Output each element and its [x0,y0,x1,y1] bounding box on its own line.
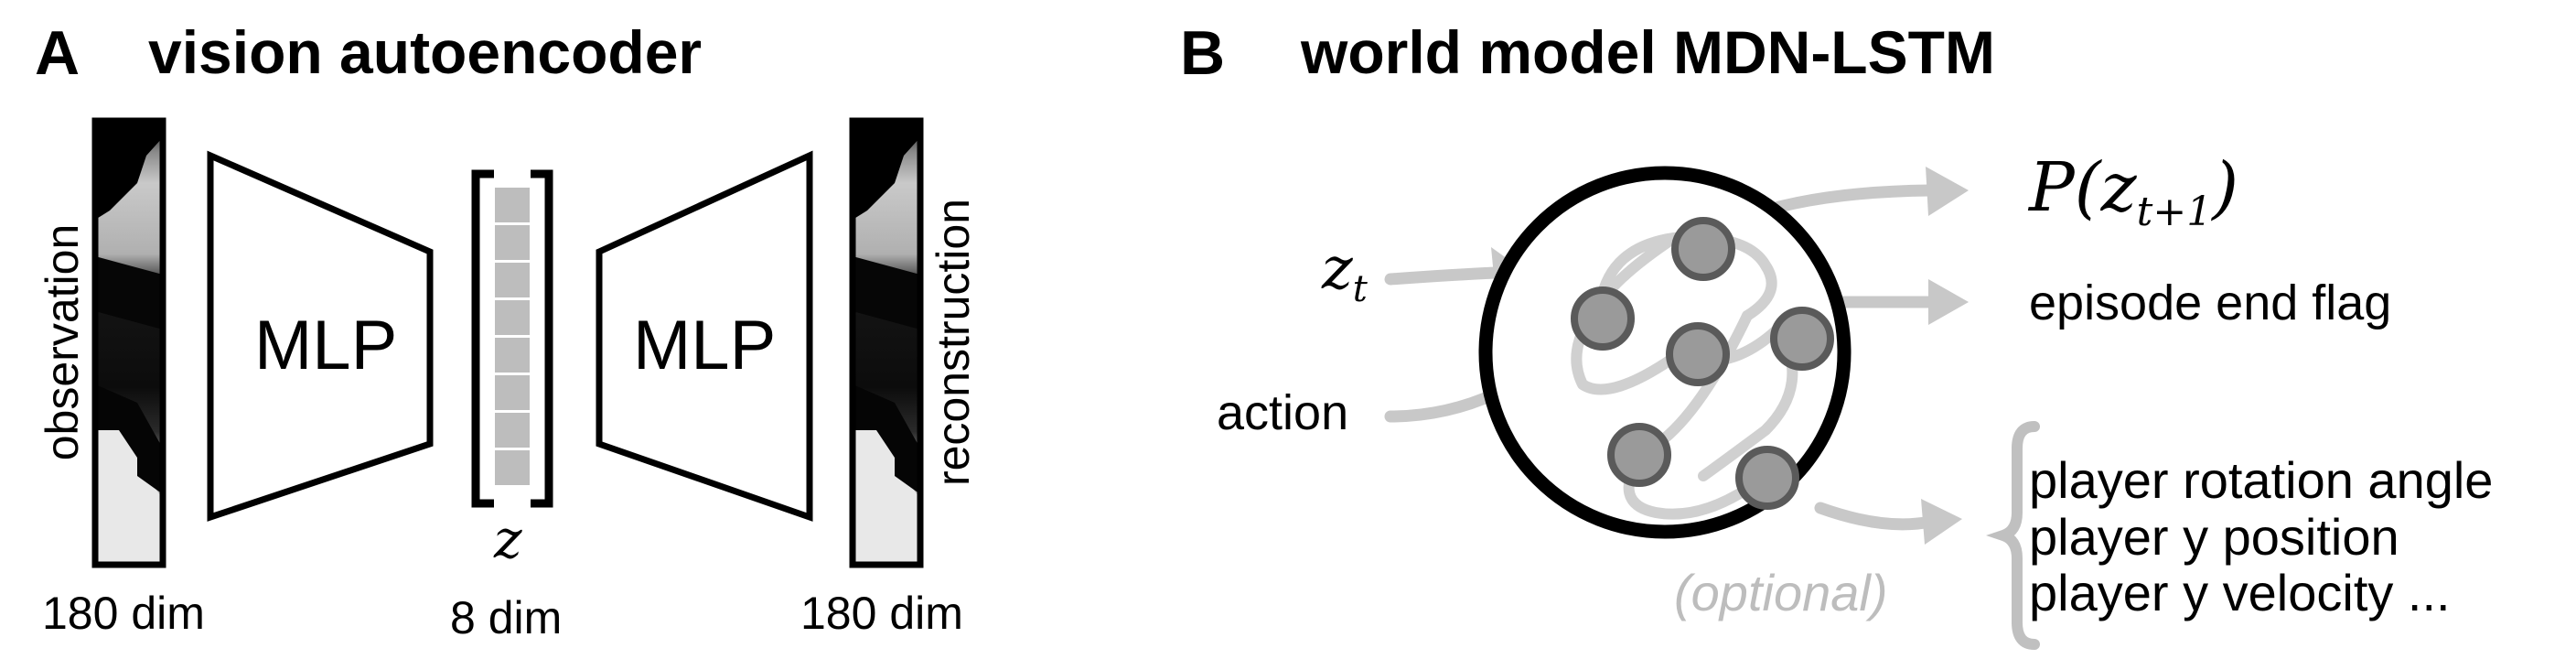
latent-cell [495,375,530,410]
input-dim-label: 180 dim [42,588,205,639]
panel-a-letter: A [35,18,80,88]
latent-cell [495,188,530,222]
arrow-head-flag [1928,279,1969,325]
output-flag: episode end flag [2029,275,2392,330]
panel-b-title: world model MDN-LSTM [1301,18,1995,86]
optional-output-y-velocity: player y velocity ... [2029,564,2451,622]
optional-label: (optional) [1674,564,1888,621]
observation-label: observation [37,223,88,461]
latent-cell [495,413,530,448]
input-zt-subscript: t [1352,267,1368,310]
panel-b-letter: B [1180,18,1226,88]
optional-output-list: player rotation angle player y position … [2029,452,2493,621]
arrow-head-optional [1921,499,1962,545]
output-dim-label: 180 dim [800,588,963,639]
latent-cell [495,263,530,297]
latent-cell [495,225,530,260]
latent-dim-label: 8 dim [450,592,563,643]
optional-brace [1986,421,2040,650]
reconstruction-image [849,117,924,568]
latent-vector [471,169,553,508]
optional-output-rotation: player rotation angle [2029,451,2494,509]
output-p-subscript: t+1 [2136,188,2213,235]
encoder-trapezoid [207,150,434,522]
latent-symbol: z [494,508,522,570]
latent-cell [495,300,530,335]
hidden-nodes [1571,217,1834,510]
observation-image [91,117,166,568]
latent-cell [495,450,530,485]
encoder-label: MLP [254,307,398,384]
reconstruction-label: reconstruction [928,198,979,487]
latent-cell [495,338,530,373]
input-action: action [1217,385,1349,440]
panel-a-title: vision autoencoder [148,18,703,86]
decoder-label: MLP [633,307,777,384]
optional-output-y-position: player y position [2029,507,2399,566]
input-zt: zt [1322,235,1368,310]
autoencoder-diagram [91,117,924,568]
arrow-head-p [1926,167,1969,216]
decoder-trapezoid [596,150,813,522]
output-p: P(zt+1) [2029,148,2239,235]
world-model-diagram [1384,166,2040,650]
